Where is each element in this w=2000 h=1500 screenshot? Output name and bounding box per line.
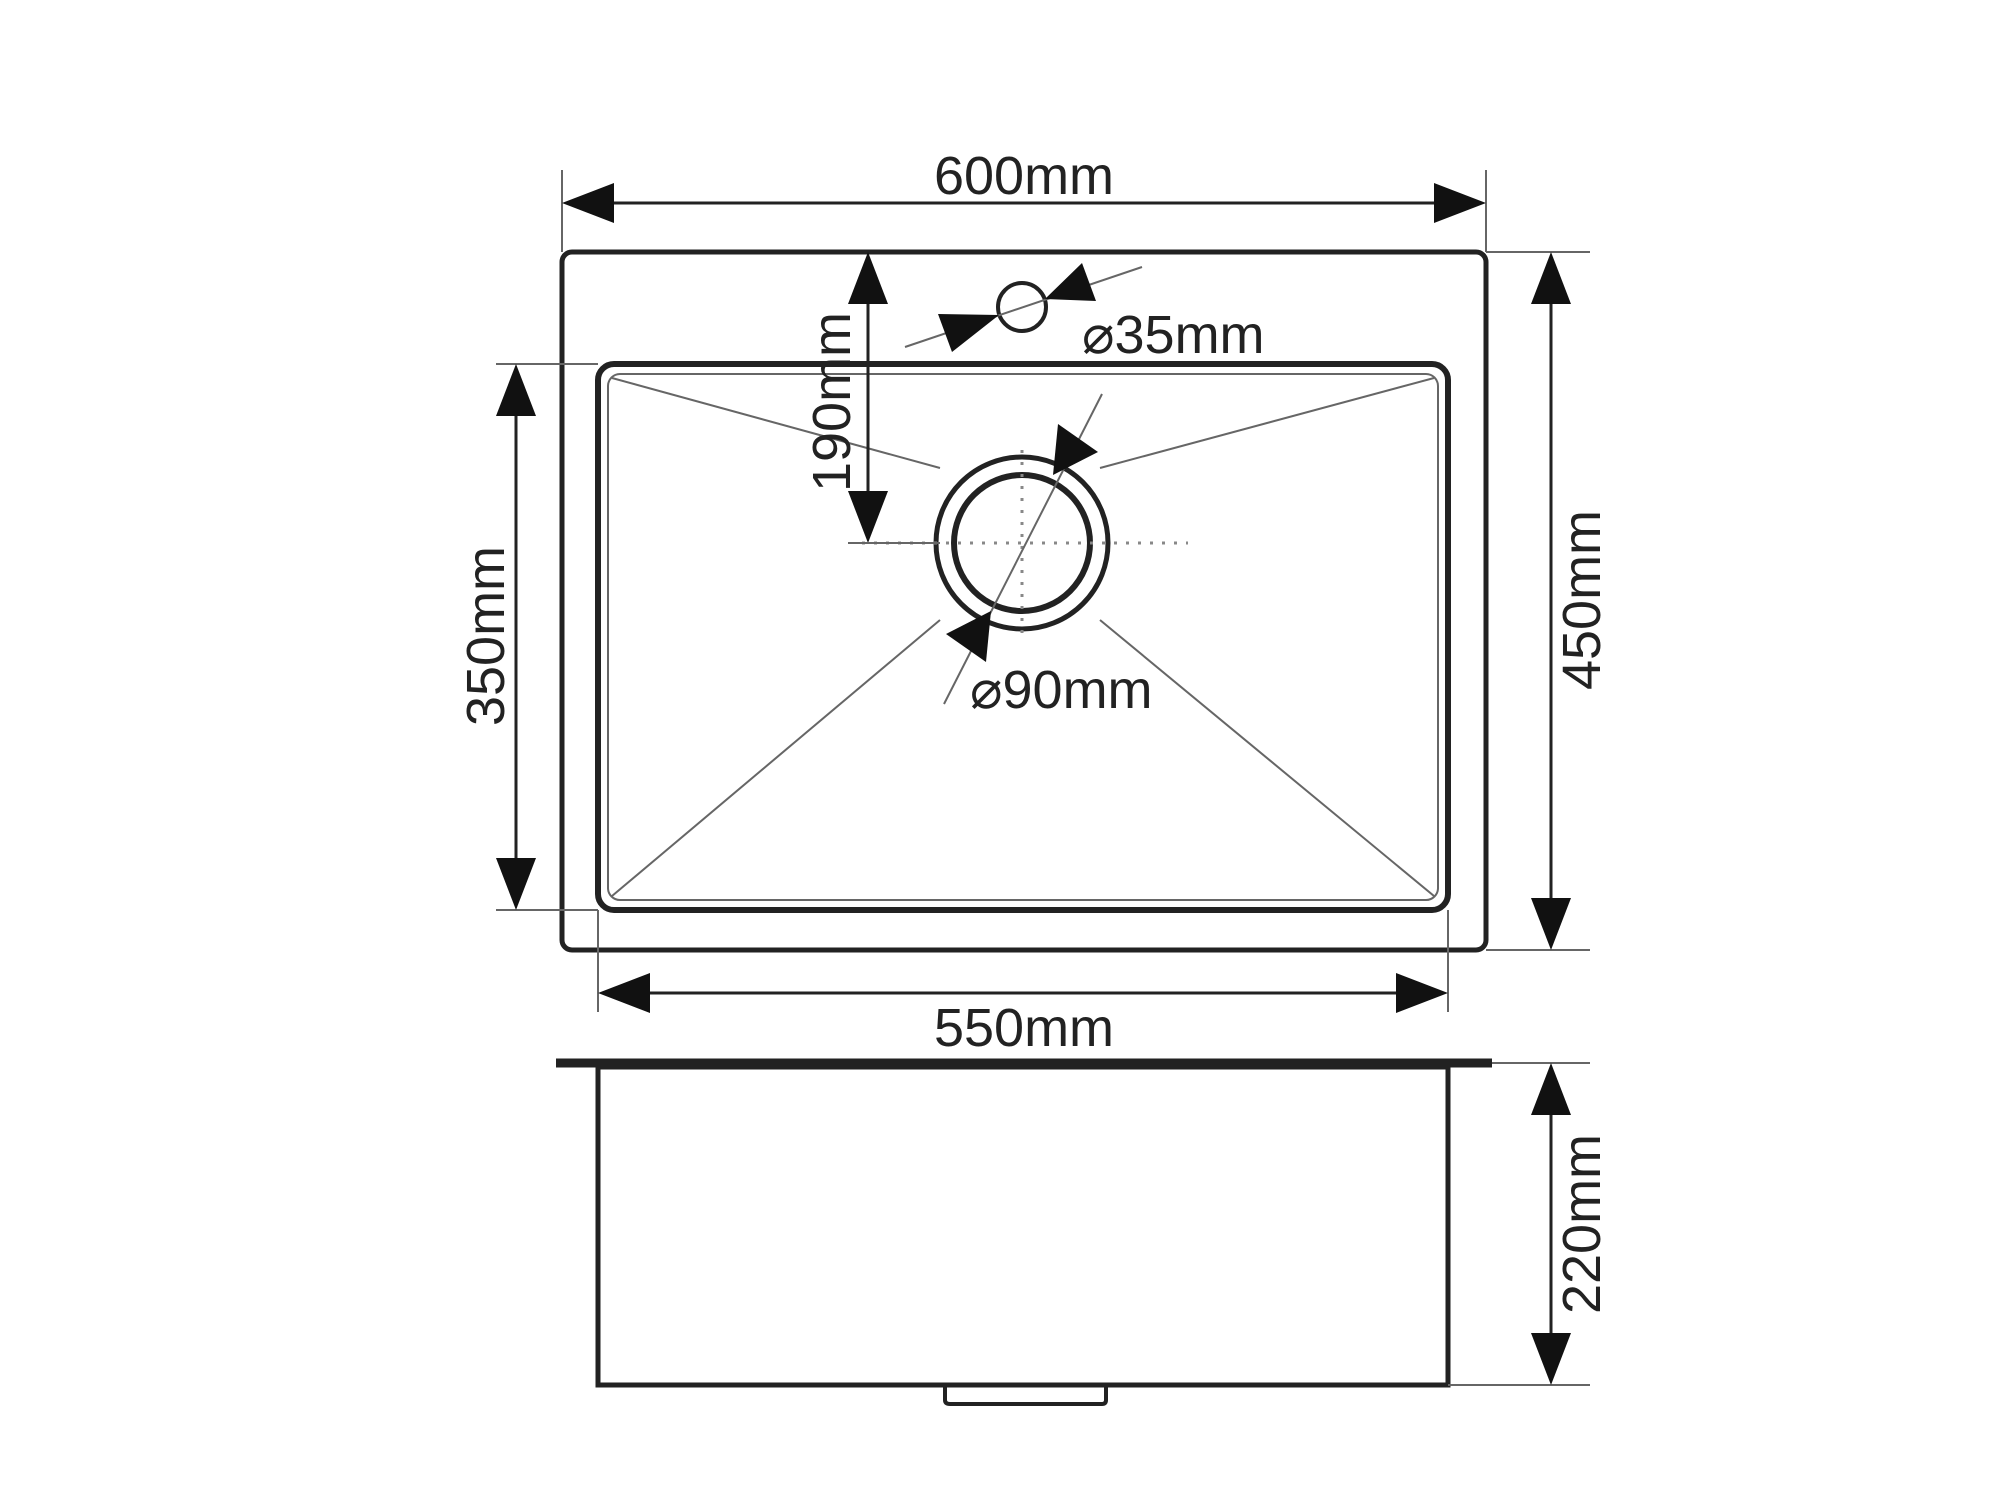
dimension-drain-hole: ⌀90mm: [943, 393, 1153, 720]
sink-bowl-inner-edge: [607, 373, 1439, 901]
drain-hole-label: ⌀90mm: [970, 660, 1153, 720]
dimension-overall-depth: 450mm: [1486, 251, 1612, 951]
bowl-height-label: 220mm: [1552, 1134, 1612, 1314]
sink-top-view: [559, 249, 1489, 953]
side-drain-stub: [943, 1385, 1108, 1406]
bowl-width-label: 550mm: [934, 998, 1114, 1058]
dimension-drain-offset: 190mm: [802, 252, 940, 544]
drain-hole: [951, 472, 1093, 614]
tap-hole: [996, 281, 1048, 333]
overall-width-label: 600mm: [934, 146, 1114, 206]
bowl-slope-lines: [611, 377, 1435, 897]
sink-bowl-outline: [595, 361, 1451, 913]
dimension-bowl-width: 550mm: [597, 910, 1449, 1058]
dimension-bowl-height: 220mm: [1448, 1062, 1612, 1386]
dimension-bowl-depth: 350mm: [456, 363, 598, 911]
tap-hole-label: ⌀35mm: [1082, 305, 1265, 365]
bowl-depth-label: 350mm: [456, 546, 516, 726]
drain-outer-ring: [933, 454, 1111, 632]
sink-side-view: [556, 1058, 1492, 1406]
side-bowl-body: [595, 1064, 1451, 1388]
overall-depth-label: 450mm: [1552, 510, 1612, 690]
sink-outer-rim: [559, 249, 1489, 953]
dimension-overall-width: 600mm: [561, 146, 1487, 252]
drain-offset-label: 190mm: [802, 312, 862, 492]
dimension-tap-hole: ⌀35mm: [904, 263, 1265, 365]
